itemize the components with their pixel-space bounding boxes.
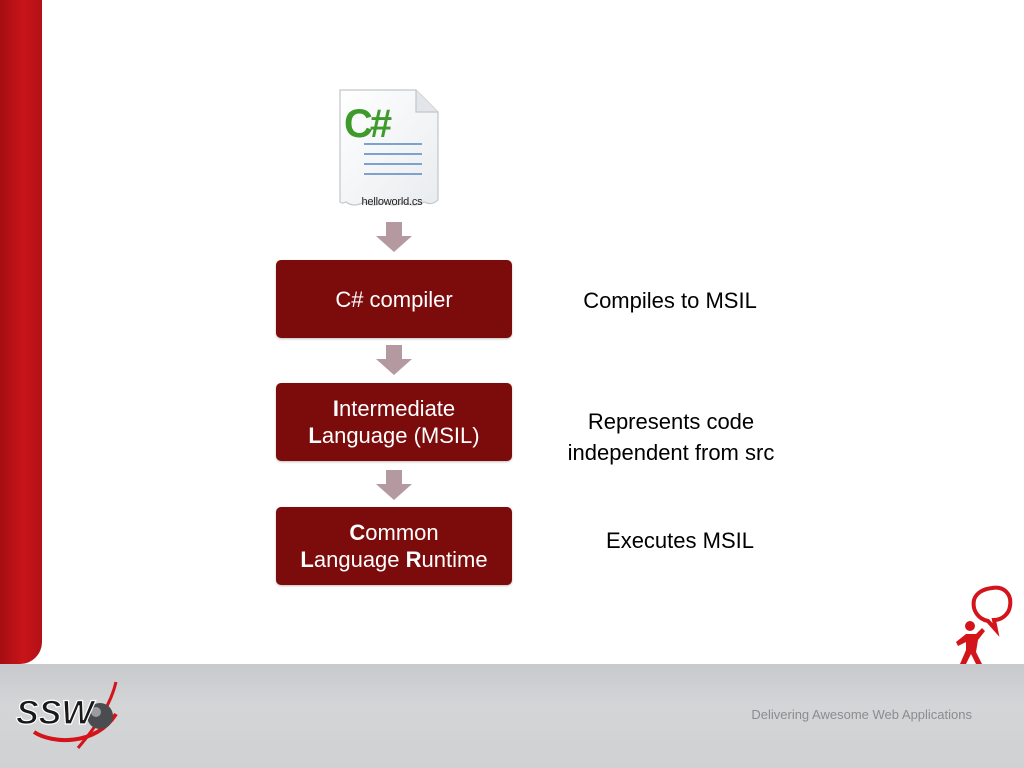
step-csharp-compiler: C# compiler xyxy=(276,260,512,338)
step-label-line: C# compiler xyxy=(335,286,453,312)
step-label-line: Language (MSIL) xyxy=(308,423,480,448)
footer-band xyxy=(0,664,1024,768)
description-compiler: Compiles to MSIL xyxy=(583,288,757,313)
description-clr: Executes MSIL xyxy=(606,528,754,553)
step-label-line: Intermediate xyxy=(332,396,456,421)
ssw-logo-icon: SSW xyxy=(15,681,118,749)
file-name-label: helloworld.cs xyxy=(361,196,423,208)
step-intermediate-language: Intermediate Language (MSIL) xyxy=(276,383,512,461)
csharp-file-icon xyxy=(339,89,439,206)
flow-arrow-down-icon xyxy=(376,470,412,500)
step-label-line: Language Runtime xyxy=(300,547,488,572)
flow-arrow-down-icon xyxy=(376,345,412,375)
csharp-glyph: C# xyxy=(344,102,392,146)
ssw-logo-text: SSW xyxy=(16,694,96,732)
left-red-bar xyxy=(0,0,42,664)
description-msil: Represents code independent from src xyxy=(567,409,775,465)
footer-tagline: Delivering Awesome Web Applications xyxy=(751,707,972,722)
content-panel xyxy=(46,0,1024,664)
step-common-language-runtime: Common Language Runtime xyxy=(276,507,512,585)
flow-arrow-down-icon xyxy=(376,222,412,252)
step-label-line: Common xyxy=(349,520,439,545)
person-speech-logo-icon xyxy=(956,585,1013,664)
